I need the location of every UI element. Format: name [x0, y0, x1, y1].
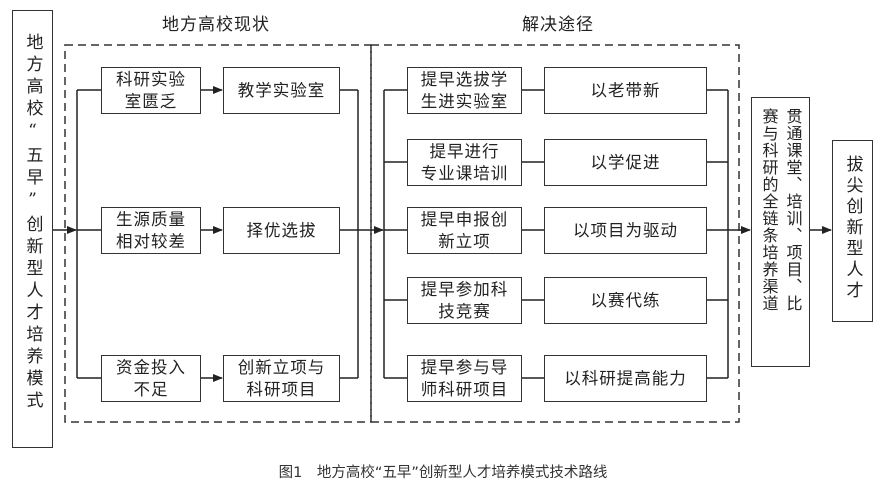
measure-line: 专业课培训 [420, 163, 509, 183]
problem-line: 资金投入 [116, 357, 186, 377]
approach-label: 以科研提高能力 [564, 368, 687, 388]
response-box: 择优选拔 [223, 207, 340, 254]
channel-text-col1: 贯通课堂、培训、项目、比 [783, 108, 803, 312]
measure-box: 提早申报创新立项 [407, 207, 522, 254]
measure-box: 提早进行专业课培训 [407, 139, 522, 186]
measure-box: 提早参加科技竞赛 [407, 277, 522, 324]
measure-line: 提早选拔学 [420, 69, 509, 89]
response-line: 教学实验室 [237, 80, 326, 100]
outcome-label: 拔尖创新型人才 [842, 155, 863, 302]
problem-line: 科研实验 [116, 69, 186, 89]
problem-line: 室匮乏 [124, 91, 178, 111]
problem-box: 生源质量相对较差 [101, 207, 201, 254]
measure-line: 生进实验室 [420, 91, 509, 111]
measure-line: 提早申报创 [420, 209, 509, 229]
measure-box: 提早选拔学生进实验室 [407, 67, 522, 114]
channel-box: 贯通课堂、培训、项目、比 赛与科研的全链条培养渠道 [751, 97, 810, 367]
measure-line: 师科研项目 [420, 379, 509, 399]
problem-line: 生源质量 [116, 209, 186, 229]
source-box: 地方高校“五早”创新型人才培养模式 [12, 10, 53, 448]
approach-label: 以赛代练 [590, 290, 661, 310]
response-line: 择优选拔 [246, 220, 317, 240]
channel-text-col2: 赛与科研的全链条培养渠道 [759, 108, 779, 312]
measure-line: 提早进行 [429, 141, 500, 161]
approach-box: 以项目为驱动 [544, 207, 707, 254]
problem-line: 不足 [133, 379, 169, 399]
solutions-section-title: 解决途径 [522, 15, 594, 35]
response-line: 科研项目 [246, 379, 317, 399]
approach-label: 以项目为驱动 [573, 220, 678, 240]
approach-label: 以老带新 [590, 80, 661, 100]
approach-label: 以学促进 [590, 152, 661, 172]
solutions-dashed-frame [370, 44, 740, 423]
problem-box: 资金投入不足 [101, 355, 201, 402]
measure-box: 提早参与导师科研项目 [407, 355, 522, 402]
outcome-box: 拔尖创新型人才 [832, 140, 873, 322]
approach-box: 以学促进 [544, 139, 707, 186]
figure-caption: 图1 地方高校“五早”创新型人才培养模式技术路线 [278, 465, 608, 481]
approach-box: 以科研提高能力 [544, 355, 707, 402]
response-line: 创新立项与 [237, 357, 326, 377]
problem-box: 科研实验室匮乏 [101, 67, 201, 114]
response-box: 创新立项与科研项目 [223, 355, 340, 402]
measure-line: 技竞赛 [438, 301, 491, 321]
approach-box: 以赛代练 [544, 277, 707, 324]
problem-line: 相对较差 [116, 231, 186, 251]
source-label: 地方高校“五早”创新型人才培养模式 [22, 33, 43, 413]
status-section-title: 地方高校现状 [162, 15, 270, 35]
measure-line: 新立项 [438, 231, 491, 251]
approach-box: 以老带新 [544, 67, 707, 114]
response-box: 教学实验室 [223, 67, 340, 114]
measure-line: 提早参加科 [420, 279, 509, 299]
measure-line: 提早参与导 [420, 357, 509, 377]
